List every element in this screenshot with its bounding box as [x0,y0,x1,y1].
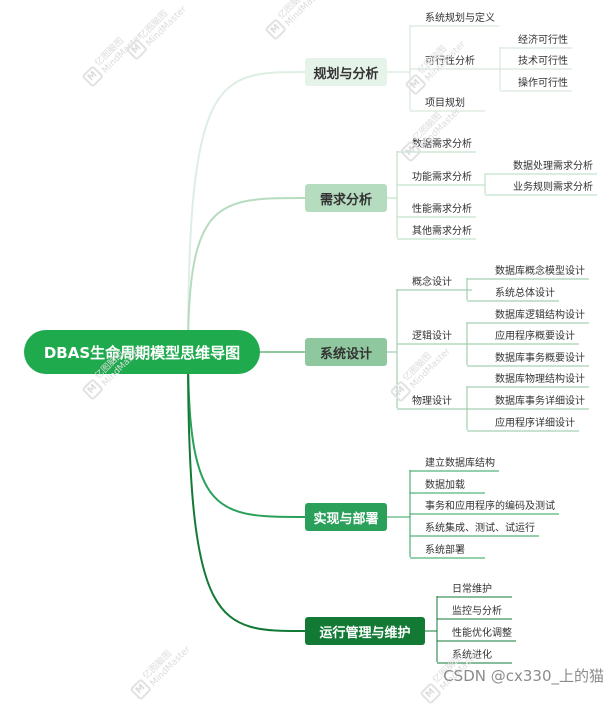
topic-node[interactable]: 日常维护 [452,584,492,595]
topic-node[interactable]: 可行性分析 [425,56,475,67]
subtopic-node[interactable]: 系统总体设计 [495,288,555,299]
subtopic-node[interactable]: 业务规则需求分析 [513,182,593,193]
branch-node[interactable]: 系统设计 [305,338,387,366]
branch-connector [187,197,306,353]
subtopic-node[interactable]: 数据库事务概要设计 [495,353,585,364]
topic-node[interactable]: 系统规划与定义 [425,13,495,24]
subtopic-node[interactable]: 数据库物理结构设计 [495,374,585,385]
branch-node[interactable]: 规划与分析 [305,58,387,86]
topic-node[interactable]: 数据加载 [425,480,465,491]
subtopic-node[interactable]: 数据库事务详细设计 [495,396,585,407]
subtopic-node[interactable]: 数据处理需求分析 [513,161,593,172]
topic-node[interactable]: 系统部署 [425,545,465,556]
topic-node[interactable]: 系统集成、测试、试运行 [425,523,535,534]
topic-node[interactable]: 建立数据库结构 [425,458,495,469]
topic-node[interactable]: 数据需求分析 [412,139,472,150]
topic-node[interactable]: 性能需求分析 [412,204,472,215]
subtopic-node[interactable]: 经济可行性 [518,35,568,46]
branch-node[interactable]: 运行管理与维护 [305,617,425,645]
branch-node[interactable]: 实现与部署 [305,503,387,531]
subtopic-node[interactable]: 应用程序详细设计 [495,418,575,429]
root-node[interactable]: DBAS生命周期模型思维导图 [24,330,260,374]
subtopic-node[interactable]: 技术可行性 [518,56,568,67]
topic-node[interactable]: 概念设计 [412,277,452,288]
topic-node[interactable]: 逻辑设计 [412,331,452,342]
branch-node[interactable]: 需求分析 [305,184,387,212]
subtopic-node[interactable]: 应用程序概要设计 [495,331,575,342]
topic-node[interactable]: 功能需求分析 [412,172,472,183]
topic-node[interactable]: 物理设计 [412,396,452,407]
topic-node[interactable]: 其他需求分析 [412,226,472,237]
subtopic-node[interactable]: 数据库概念模型设计 [495,266,585,277]
branch-connector [187,351,306,632]
branch-connector [187,351,306,518]
topic-node[interactable]: 系统进化 [452,650,492,661]
topic-node[interactable]: 性能优化调整 [452,628,512,639]
subtopic-node[interactable]: 操作可行性 [518,78,568,89]
topic-node[interactable]: 项目规划 [425,98,465,109]
subtopic-node[interactable]: 数据库逻辑结构设计 [495,310,585,321]
branch-connector [187,71,306,353]
credit-text: CSDN @cx330_上的猫 [443,667,604,685]
topic-node[interactable]: 事务和应用程序的编码及测试 [425,501,555,512]
topic-node[interactable]: 监控与分析 [452,606,502,617]
